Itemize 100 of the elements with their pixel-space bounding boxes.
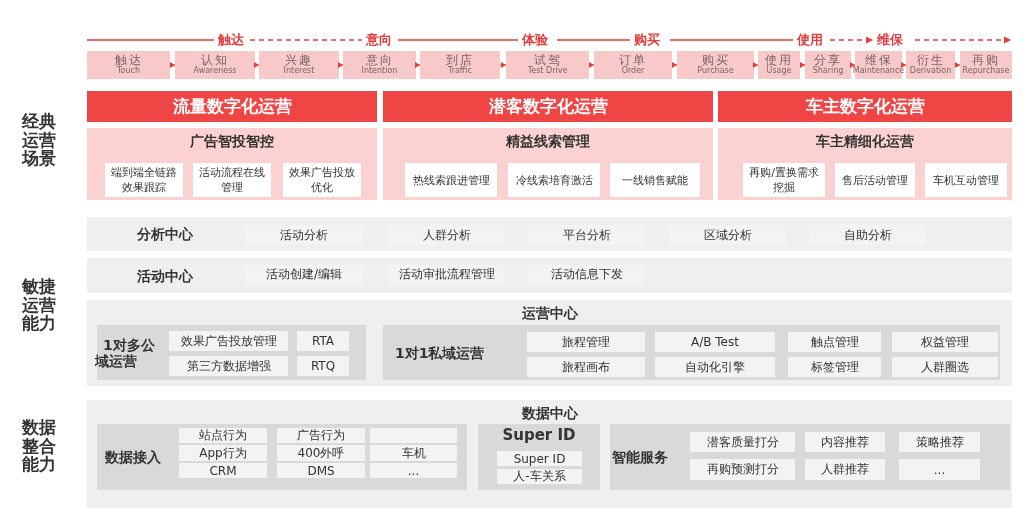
arrow xyxy=(588,62,595,68)
scenario-panel xyxy=(718,128,1012,200)
feature-box: 车机互动管理 xyxy=(925,163,1007,197)
data-tag: App行为 xyxy=(179,445,267,461)
stage-name: 维保 xyxy=(864,54,893,67)
feature-box: 售后活动管理 xyxy=(835,163,915,197)
module-panel xyxy=(97,424,467,490)
panel-heading: 广告智投智控 xyxy=(189,133,275,150)
function-tag: ... xyxy=(899,459,980,480)
stage-name: 再购 xyxy=(972,54,1000,67)
empty-box xyxy=(370,428,457,443)
module-panel xyxy=(478,424,600,490)
stage-english-name: Maintenance xyxy=(852,67,905,76)
panel-heading: 运营中心 xyxy=(520,305,579,322)
stage-english-name: Derivation xyxy=(909,67,952,76)
section-header-bar: 潜客数字化运营 xyxy=(383,91,713,122)
section-label: 经典运营场景 xyxy=(22,112,57,169)
function-tag: 潜客质量打分 xyxy=(690,432,795,452)
function-tag: 活动分析 xyxy=(245,225,363,245)
stage-name: 触达 xyxy=(114,54,143,67)
function-tag: 区域分析 xyxy=(669,225,786,245)
data-tag: 站点行为 xyxy=(179,428,267,443)
stage-box xyxy=(594,51,672,79)
stage-group-label: 使用 xyxy=(795,31,825,49)
feature-box: 活动流程在线管理 xyxy=(193,163,271,197)
function-tag: 人群分析 xyxy=(388,225,505,245)
function-tag: 旅程管理 xyxy=(527,332,645,352)
data-tag: 广告行为 xyxy=(277,428,365,443)
feature-box: 效果广告投放优化 xyxy=(283,163,361,197)
stage-english-name: Purchase xyxy=(697,67,734,76)
function-tag: 内容推荐 xyxy=(805,432,885,452)
data-tag: 人-车关系 xyxy=(497,469,582,484)
stage-box xyxy=(343,51,416,79)
stage-name: 订单 xyxy=(619,54,647,67)
stage-name: 衍生 xyxy=(916,54,945,67)
section-header-bar: 车主数字化运营 xyxy=(718,91,1012,122)
module-panel xyxy=(610,424,1010,490)
data-tag: CRM xyxy=(179,463,267,478)
stage-name: 分享 xyxy=(814,54,842,67)
function-tag: 再购预测打分 xyxy=(690,459,795,480)
function-tag: 人群推荐 xyxy=(805,459,885,480)
arrow xyxy=(954,62,961,68)
section-label: 数据整合能力 xyxy=(22,418,57,475)
panel-heading: 1对多公域运营 xyxy=(95,336,155,369)
stage-english-name: Touch xyxy=(117,67,140,76)
arrow xyxy=(254,62,260,68)
stage-english-name: Sharing xyxy=(812,67,844,76)
panel-heading: 分析中心 xyxy=(137,225,194,243)
feature-box: 冷线索培育激活 xyxy=(508,163,600,197)
stage-name: 使用 xyxy=(765,54,793,67)
function-tag: 效果广告投放管理 xyxy=(169,331,288,351)
panel-heading: 活动中心 xyxy=(137,267,194,284)
arrow xyxy=(901,62,907,68)
scenario-panel xyxy=(87,128,377,200)
function-tag: 活动创建/编辑 xyxy=(245,265,363,284)
arrow xyxy=(415,62,421,68)
section-header-bar: 流量数字化运营 xyxy=(87,91,377,122)
arrow xyxy=(753,62,759,68)
arrow xyxy=(671,62,678,68)
stage-name: 兴趣 xyxy=(285,54,313,67)
scenario-panel xyxy=(383,128,713,200)
stage-box xyxy=(259,51,339,79)
stage-name: 意向 xyxy=(365,54,394,67)
feature-box: 再购/置换需求挖掘 xyxy=(743,163,825,197)
function-tag: 标签管理 xyxy=(788,357,881,377)
data-tag: ... xyxy=(370,463,457,478)
panel-heading: 1对1私域运营 xyxy=(395,344,486,361)
stage-group-label: 购买 xyxy=(632,31,662,49)
stage-group-label: 体验 xyxy=(520,31,550,49)
function-tag: 平台分析 xyxy=(528,225,645,245)
stage-english-name: Order xyxy=(621,67,645,76)
panel-heading: 智能服务 xyxy=(612,448,669,466)
section-label: 敏捷运营能力 xyxy=(22,277,57,334)
panel-heading: 数据中心 xyxy=(520,405,579,422)
panel-heading: 车主精细化运营 xyxy=(815,133,915,150)
module-panel xyxy=(383,325,1000,380)
stage-box xyxy=(506,51,589,79)
function-tag: RTQ xyxy=(297,356,349,376)
stage-box xyxy=(758,51,800,79)
panel-heading: Super ID xyxy=(501,427,577,445)
data-tag: DMS xyxy=(277,463,365,478)
stage-group-label: 意向 xyxy=(364,31,394,49)
arrow xyxy=(499,62,507,68)
stage-name: 购买 xyxy=(701,54,730,67)
stage-box xyxy=(855,51,902,79)
data-tag: 400外呼 xyxy=(277,445,365,461)
stage-english-name: Repurchase xyxy=(962,67,1010,76)
function-tag: 权益管理 xyxy=(892,332,998,352)
stage-english-name: Test Drive xyxy=(527,67,568,76)
stage-english-name: Intention xyxy=(361,67,398,76)
function-tag: 自动化引擎 xyxy=(655,357,775,377)
data-tag: Super ID xyxy=(497,451,582,466)
stage-box xyxy=(677,51,754,79)
function-tag: 自助分析 xyxy=(809,225,926,245)
stage-box xyxy=(420,51,500,79)
function-tag: A/B Test xyxy=(655,332,775,352)
function-tag: 旅程画布 xyxy=(527,357,645,377)
stage-box xyxy=(906,51,955,79)
function-tag: 活动审批流程管理 xyxy=(388,265,505,284)
stage-box xyxy=(87,51,170,79)
